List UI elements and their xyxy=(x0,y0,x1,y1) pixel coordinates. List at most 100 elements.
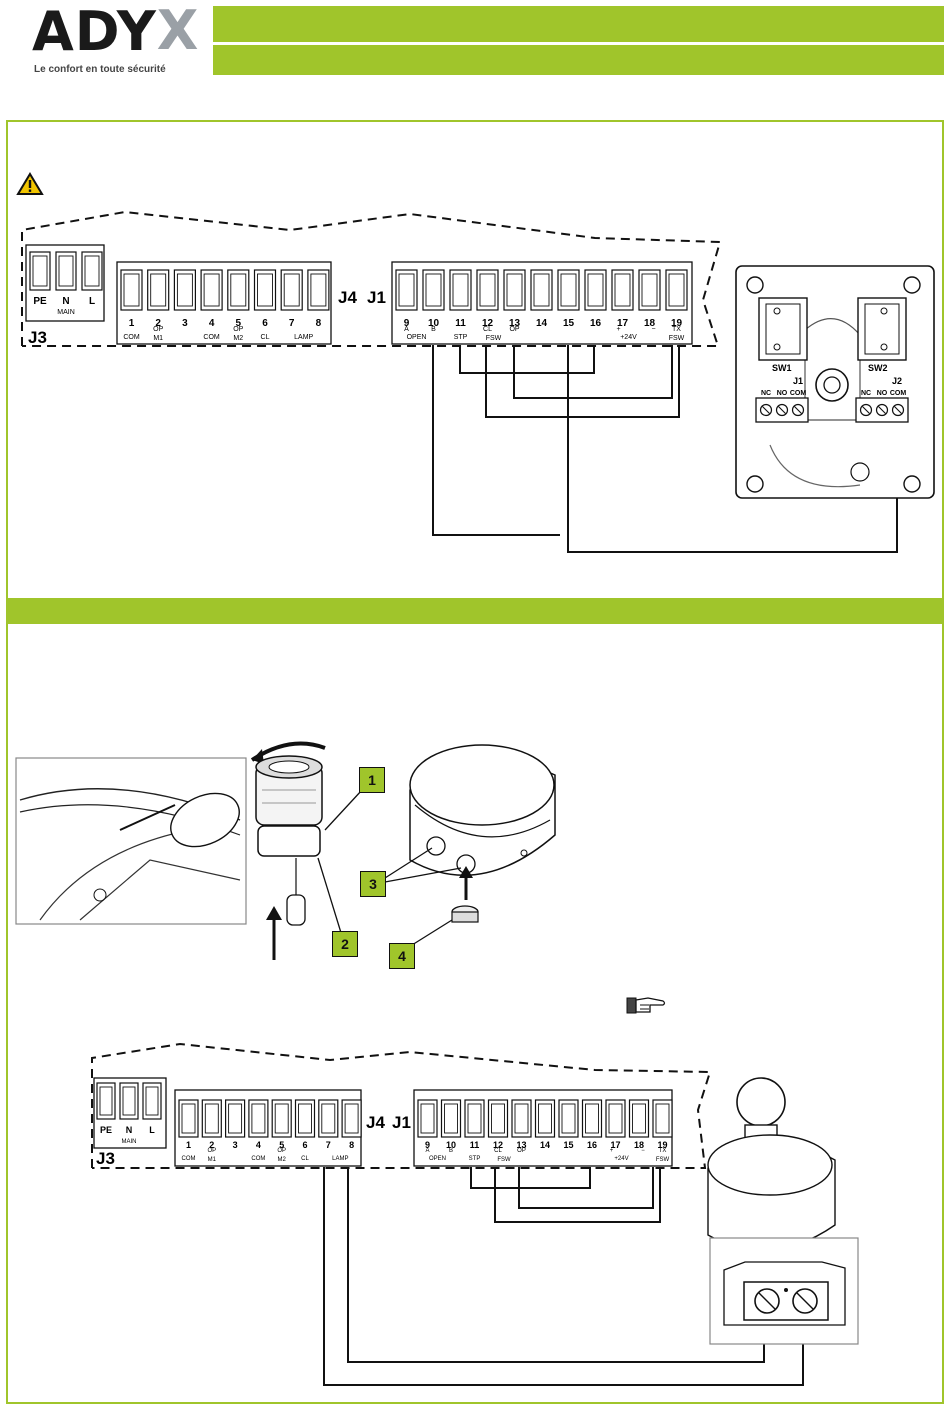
main-terminal-label: L xyxy=(89,296,95,307)
main-terminal-label: N xyxy=(62,296,69,307)
switch-terminal-label: COM xyxy=(790,390,807,397)
label-j4: J4 xyxy=(338,288,357,307)
j1-terminal-number: 15 xyxy=(563,318,575,329)
main-terminal-slot xyxy=(81,251,103,291)
j4-terminal-slot xyxy=(248,1099,269,1138)
lamp-installation-illustration xyxy=(15,741,556,960)
j4-terminal-slot xyxy=(173,269,196,311)
j1-terminal-function: FSW xyxy=(669,335,685,342)
board-outline-2 xyxy=(91,1042,712,1169)
label-sw1: SW1 xyxy=(772,363,792,373)
j4-terminal-function: COM xyxy=(182,1156,196,1162)
j1-terminal-slot xyxy=(503,269,526,311)
j1-terminal-function: B xyxy=(431,326,436,333)
j1-terminal-slot xyxy=(557,269,580,311)
j1-terminal-number: 14 xyxy=(536,318,548,329)
j4-terminal-function: OP xyxy=(207,1148,216,1154)
section-gate-switch-wiring xyxy=(6,120,944,600)
switch-terminal-label: NC xyxy=(761,390,771,397)
j1-terminal-function: OPEN xyxy=(429,1156,446,1162)
j1-terminal-slot xyxy=(534,1099,556,1138)
j1-terminal-function: CL xyxy=(494,1148,502,1154)
pointing-hand-icon xyxy=(626,997,666,1014)
j1-terminal-slot xyxy=(605,1099,626,1138)
j1-terminal-function: − xyxy=(651,326,655,333)
j4-terminal-function: LAMP xyxy=(332,1156,348,1162)
brand-logo: ADYX Le confort en toute sécurité xyxy=(32,3,198,76)
j4-terminal-number: 2 xyxy=(209,1140,214,1150)
j1-terminal-slot xyxy=(584,269,607,311)
terminal-screw xyxy=(775,403,789,417)
j4-terminal-number: 5 xyxy=(279,1140,284,1150)
step-badge-4: 4 xyxy=(389,943,415,969)
j4-terminal-slot xyxy=(307,269,330,311)
section-divider-bar xyxy=(6,600,944,624)
j4-terminal-number: 1 xyxy=(129,318,135,329)
j4-terminal-function: LAMP xyxy=(294,334,313,341)
main-caption: MAIN xyxy=(57,309,75,316)
main-terminal-block: PE N L MAIN xyxy=(25,244,105,322)
j1-terminal-function: STP xyxy=(469,1156,481,1162)
wiring-lines-1 xyxy=(432,345,898,553)
j1-terminal-function: TX xyxy=(659,1148,667,1154)
j1-terminal-function: +24V xyxy=(614,1156,628,1162)
j1-terminal-function: OPEN xyxy=(407,334,427,341)
label-sw2: SW2 xyxy=(868,363,888,373)
brand-x: X xyxy=(156,0,200,62)
j4-terminal-number: 4 xyxy=(209,318,215,329)
j4-terminal-slot xyxy=(253,269,277,311)
main-terminal-slot xyxy=(119,1082,139,1120)
j1-terminal-slot xyxy=(530,269,553,311)
j1-terminal-slot xyxy=(440,1099,462,1138)
j4-terminal-number: 6 xyxy=(302,1140,307,1150)
terminal-screw xyxy=(875,403,889,417)
j1-terminal-function: A xyxy=(404,326,409,333)
flashing-lamp-unit xyxy=(707,1077,859,1345)
j1-terminal-number: 11 xyxy=(470,1140,480,1150)
j4-terminal-function: OP xyxy=(153,326,163,333)
j4-terminal-function: COM xyxy=(123,334,140,341)
j1-terminal-number: 14 xyxy=(540,1140,550,1150)
j1-terminal-slot xyxy=(611,269,634,311)
j1-terminal-slot xyxy=(628,1099,650,1138)
main-terminal-slot xyxy=(96,1082,116,1120)
label-j1: J1 xyxy=(367,288,386,307)
terminal-screw xyxy=(759,403,773,417)
j1-antenna-slot xyxy=(395,269,418,311)
j1-terminal-function: FSW xyxy=(486,335,502,342)
brand-name: ADY xyxy=(32,0,157,63)
j4-terminal-function: M2 xyxy=(233,335,243,342)
j4-terminal-slot xyxy=(280,269,303,311)
step-badge-3: 3 xyxy=(360,871,386,897)
j1-terminal-function: A xyxy=(425,1148,429,1154)
label-j3-2: J3 xyxy=(96,1149,115,1168)
j1-terminal-slot xyxy=(476,269,499,311)
switch-terminal-label: COM xyxy=(890,390,907,397)
main-terminal-label: PE xyxy=(33,296,47,307)
j1-terminal-number: 10 xyxy=(446,1140,456,1150)
j1-terminal-number: 13 xyxy=(509,318,521,329)
j4-terminal-number: 3 xyxy=(233,1140,238,1150)
j4-terminal-number: 8 xyxy=(349,1140,354,1150)
header-bar-bottom xyxy=(213,45,944,75)
j1-terminal-number: 12 xyxy=(482,318,494,329)
j1-terminal-slot xyxy=(665,269,688,311)
j1-terminal-number: 19 xyxy=(671,318,683,329)
j4-terminal-slot xyxy=(147,269,170,311)
j1-terminal-number: 17 xyxy=(617,318,629,329)
j4-terminal-function: CL xyxy=(301,1156,309,1162)
j4-terminal-number: 4 xyxy=(256,1140,261,1150)
j1-terminal-number: 18 xyxy=(644,318,656,329)
label-sw-j1: J1 xyxy=(793,376,803,386)
j1-terminal-number: 18 xyxy=(634,1140,644,1150)
j1-terminal-function: FSW xyxy=(656,1157,670,1163)
j4-terminal-slot xyxy=(225,1099,246,1138)
main-terminal-label: L xyxy=(149,1125,155,1135)
board-outline xyxy=(21,210,722,347)
header-bar-top xyxy=(213,6,944,42)
j1-terminal-number: 10 xyxy=(428,318,440,329)
